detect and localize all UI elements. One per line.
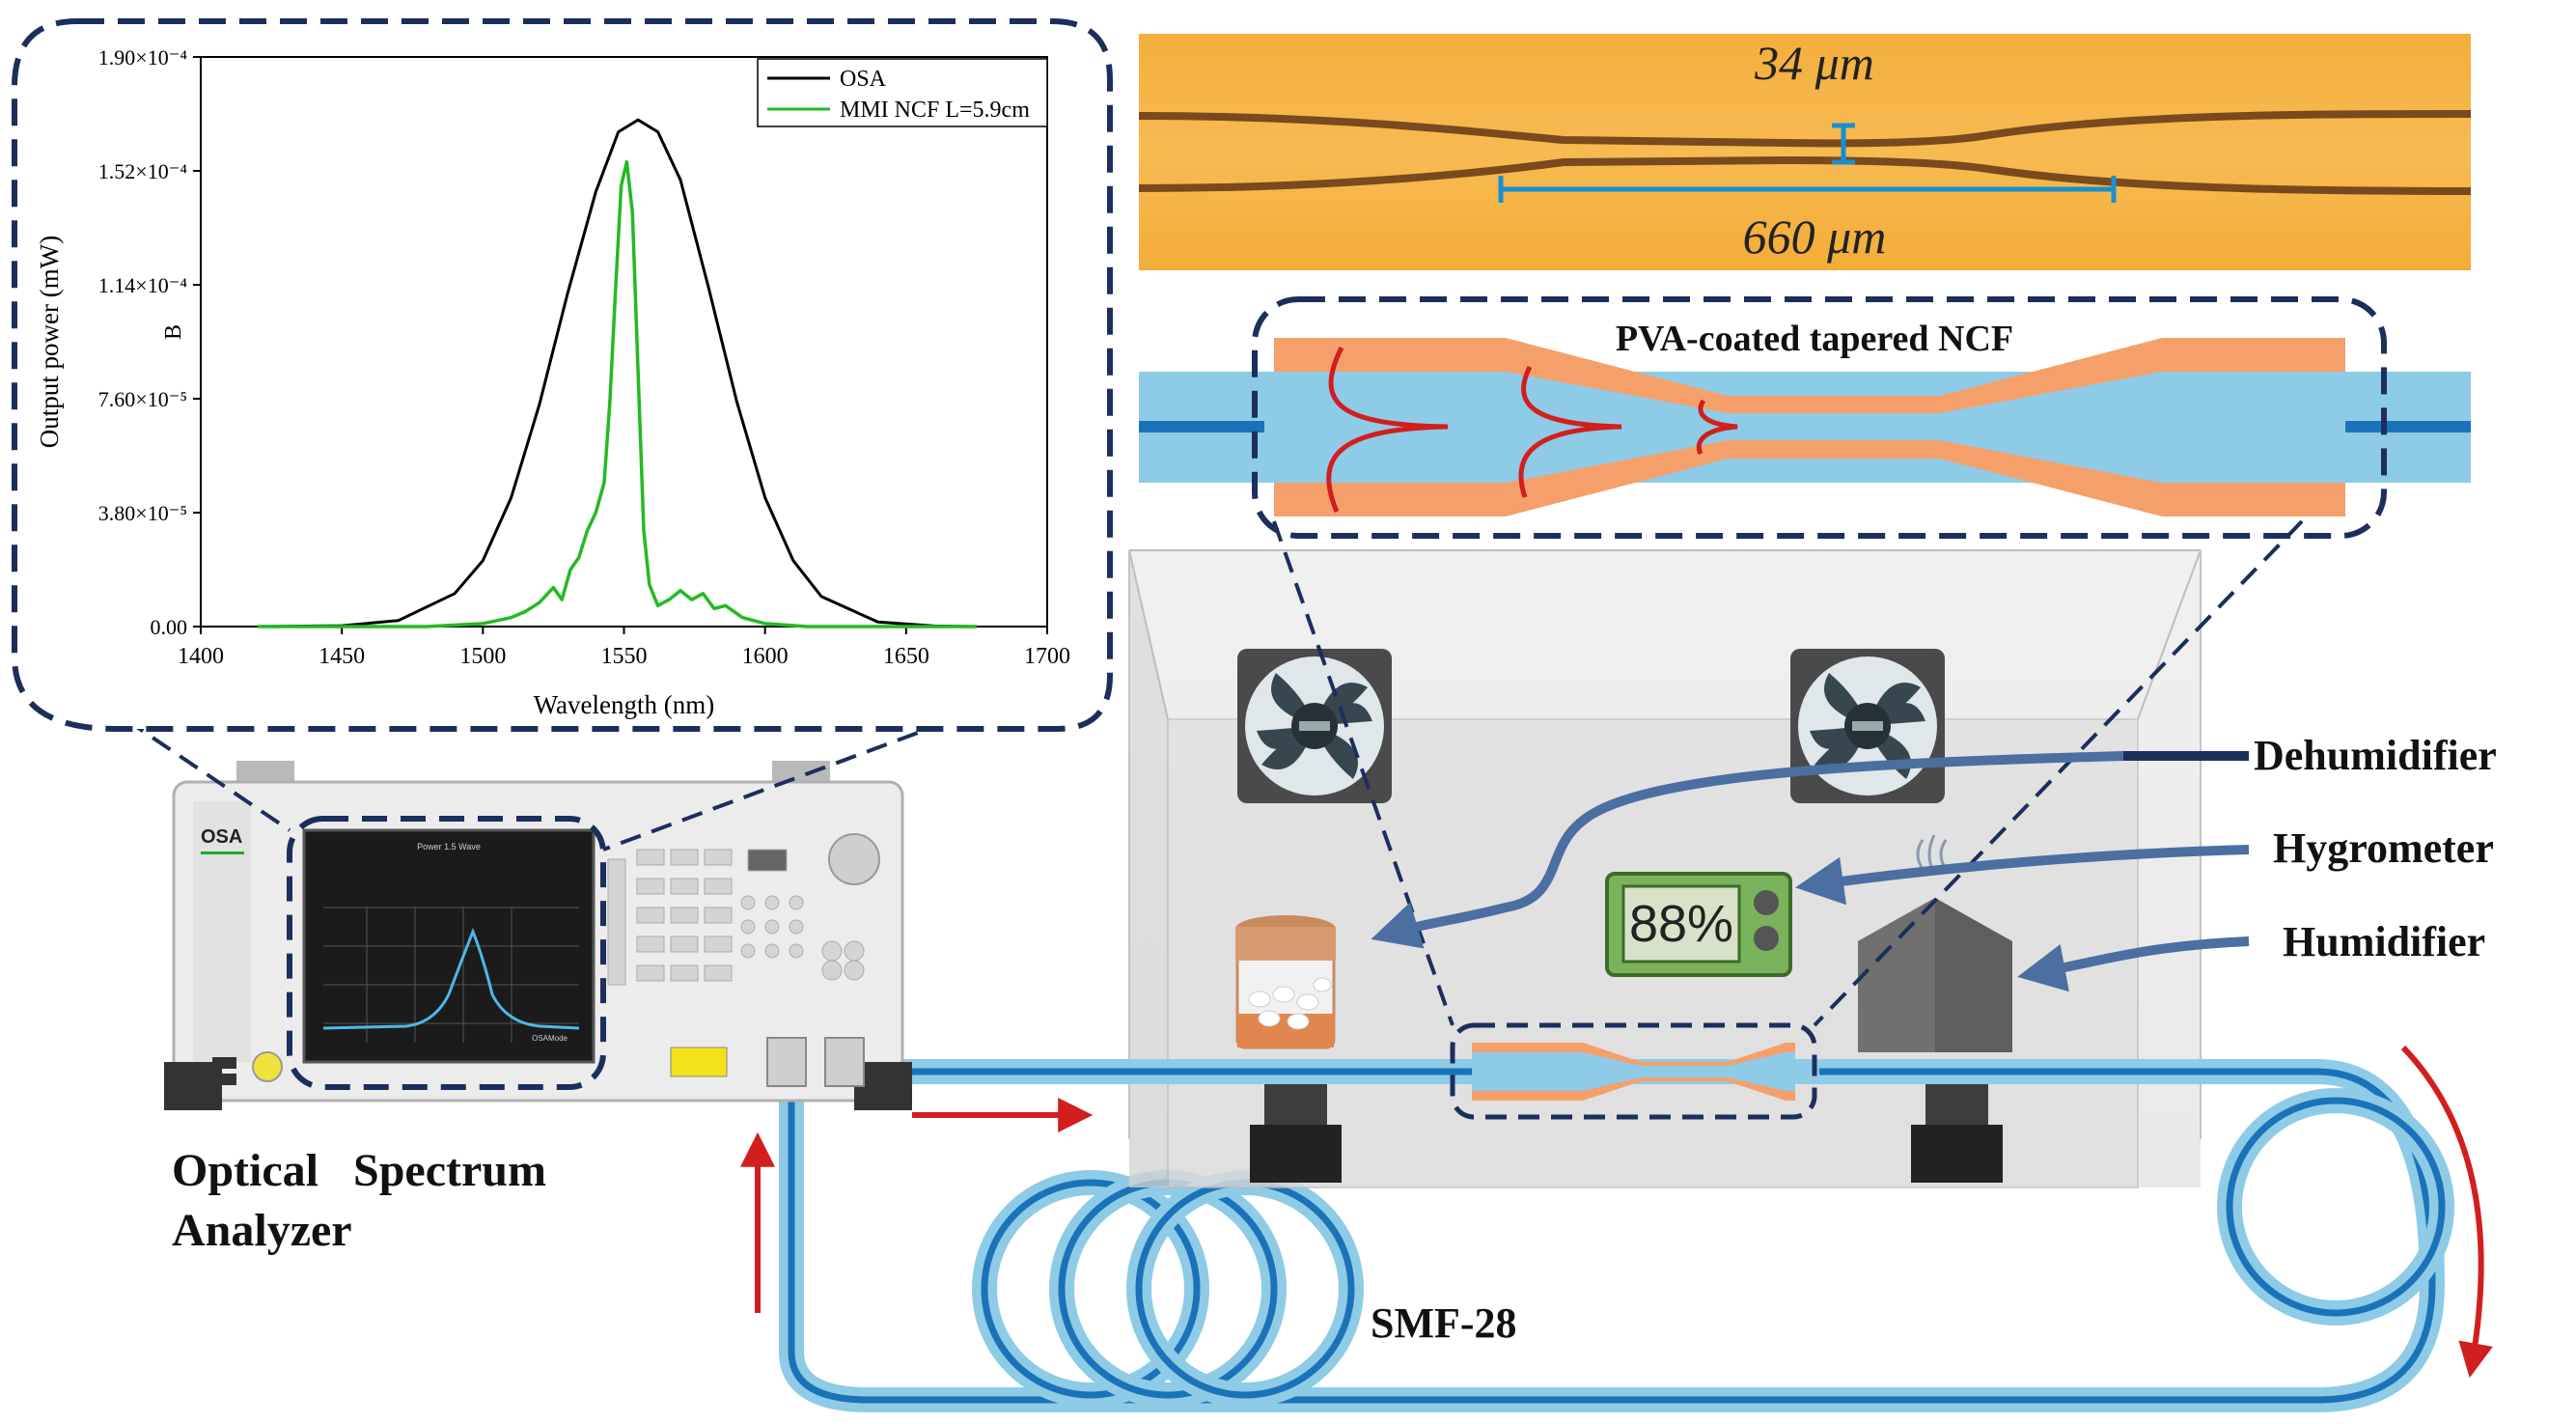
osa-badge: OSA <box>201 826 242 848</box>
fiber-holder-left-icon <box>1250 1081 1342 1183</box>
label-osa-line2: Analyzer <box>172 1205 352 1256</box>
schematic-title: PVA-coated tapered NCF <box>1616 319 2013 359</box>
width-label: 34 μm <box>1754 36 1874 90</box>
y-tick-label: 3.80×10⁻⁵ <box>98 501 187 525</box>
taper-schematic: PVA-coated tapered NCF <box>1139 296 2471 539</box>
fan-left-icon <box>1237 649 1392 803</box>
osa-screen-trace <box>322 927 580 1030</box>
fiber-spool <box>972 1170 1364 1408</box>
label-osa-line1: Optical Spectrum <box>172 1145 546 1196</box>
x-tick-label: 1550 <box>601 644 648 669</box>
x-tick-label: 1600 <box>742 644 789 669</box>
osa-output-port-icon <box>824 1037 865 1087</box>
optical-spectrum-analyzer: OSA Power 1.5 Wave OSAMode <box>164 761 912 1110</box>
hygrometer-device-icon: 88% <box>1605 872 1792 977</box>
schematic-frame <box>1252 296 2387 539</box>
x-tick-label: 1700 <box>1024 644 1070 669</box>
x-tick-label: 1650 <box>883 644 929 669</box>
legend-label: OSA <box>840 67 887 92</box>
fiber-holder-right-icon <box>1911 1081 2003 1183</box>
legend-label: MMI NCF L=5.9cm <box>840 98 1030 123</box>
laser-warning-label <box>670 1047 728 1077</box>
fan-right-icon <box>1790 649 1945 803</box>
y-tick-label: 1.90×10⁻⁴ <box>98 45 188 70</box>
humidifier-device-icon <box>1858 834 2012 1052</box>
hygrometer-display-text: 88% <box>1629 895 1733 953</box>
y-tick-label: 1.14×10⁻⁴ <box>98 273 188 297</box>
osa-screen-highlight-frame <box>287 816 606 1090</box>
legend-box <box>757 58 1048 127</box>
dehumidifier-hose <box>1371 751 2124 949</box>
inset-chart-frame <box>12 18 1113 732</box>
osa-input-port-icon <box>766 1037 807 1087</box>
osa-screen-footer: OSAMode <box>532 1034 568 1043</box>
length-label: 660 μm <box>1743 209 1887 264</box>
label-dehumidifier: Dehumidifier <box>2254 732 2497 779</box>
silica-gel-jar-icon <box>1235 915 1336 1049</box>
humidifier-arrow <box>2017 936 2250 992</box>
label-humidifier: Humidifier <box>2283 918 2485 965</box>
x-tick-label: 1500 <box>459 644 506 669</box>
tapered-ncf-small <box>1450 1022 1817 1120</box>
light-direction-arrows <box>740 1045 2493 1379</box>
x-tick-label: 1400 <box>178 644 224 669</box>
hygrometer-arrow <box>1795 845 2250 906</box>
mode-profile-curves <box>1326 346 1738 513</box>
label-hygrometer: Hygrometer <box>2273 824 2494 872</box>
osa-screen-title: Power 1.5 Wave <box>417 842 481 852</box>
length-scale-marker <box>1498 176 2117 203</box>
inset-chart: 1400 1450 1500 1550 1600 1650 1700 0.00 3.80×10⁻… <box>35 45 1070 719</box>
inset-chart-panel: 1400 1450 1500 1550 1600 1650 1700 0.00 3.80×10⁻… <box>12 18 1113 732</box>
y-tick-label: 7.60×10⁻⁵ <box>98 387 187 411</box>
series-line-osa <box>257 118 977 628</box>
label-leader-lines <box>2123 751 2249 761</box>
smf-28-fiber-loop <box>779 1052 2454 1412</box>
microscope-image: 34 μm 660 μm <box>1138 34 2472 270</box>
x-axis-label: Wavelength (nm) <box>534 690 715 719</box>
y-tick-label: 1.52×10⁻⁴ <box>98 159 188 183</box>
y-axis-letter: B <box>161 324 186 340</box>
x-tick-label: 1450 <box>319 644 365 669</box>
label-smf: SMF-28 <box>1371 1299 1517 1347</box>
series-line-mmi-ncf <box>257 159 977 628</box>
osa-power-button-icon <box>252 1051 283 1082</box>
y-axis-label: Output power (mW) <box>35 236 64 448</box>
width-scale-marker <box>1832 123 1855 165</box>
osa-knob-icon <box>828 833 880 885</box>
y-tick-label: 0.00 <box>151 615 188 639</box>
